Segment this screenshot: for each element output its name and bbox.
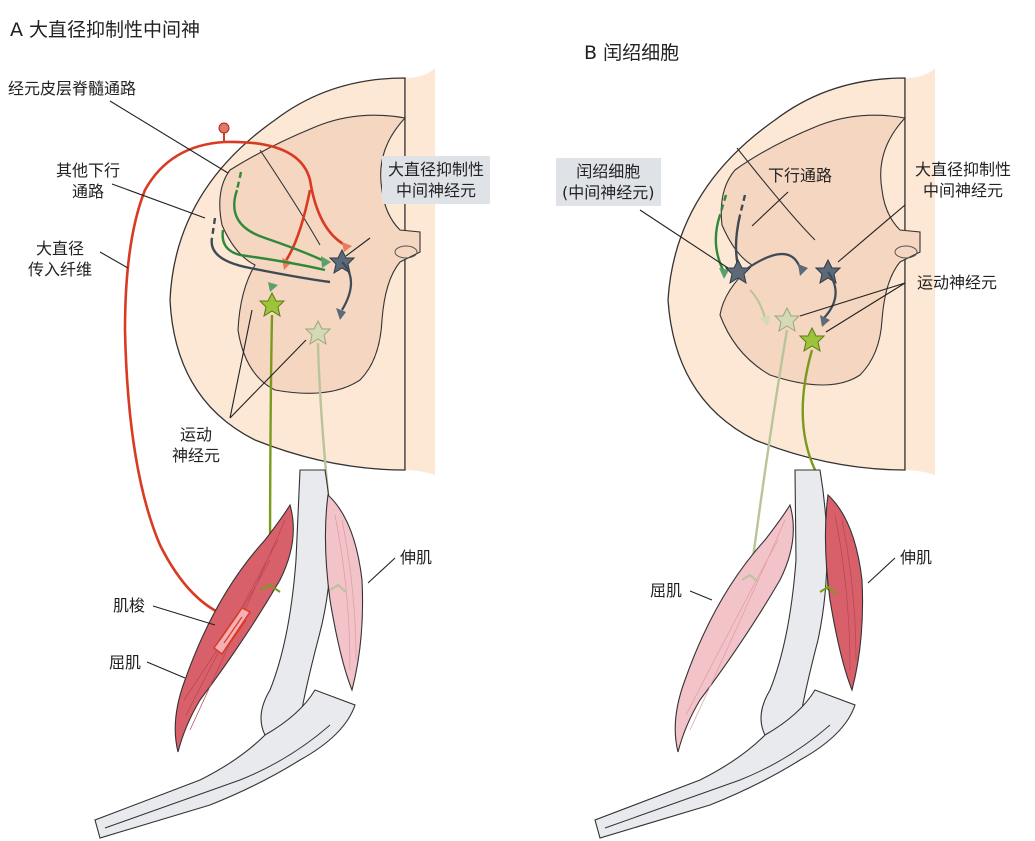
label-inhibitory-line1: 大直径抑制性 (388, 159, 484, 180)
label-descending-b: 下行通路 (768, 165, 832, 186)
label-motor-neuron-a-line2: 神经元 (160, 445, 232, 466)
label-extensor-b: 伸肌 (900, 547, 932, 568)
label-renshaw-line2: (中间神经元) (562, 182, 655, 203)
label-motor-neuron-a: 运动 神经元 (160, 424, 232, 466)
label-corticospinal: 经元皮层脊髓通路 (8, 78, 136, 99)
label-motor-neuron-b: 运动神经元 (917, 272, 997, 293)
label-motor-neuron-a-line1: 运动 (160, 424, 232, 445)
forearm-b (595, 690, 855, 838)
label-renshaw-line1: 闰绍细胞 (562, 161, 655, 182)
label-large-afferent-line1: 大直径 (20, 238, 100, 259)
extensor-muscle-b (825, 495, 862, 690)
label-flexor-a: 屈肌 (109, 652, 141, 673)
label-other-descending-line1: 其他下行 (45, 160, 131, 181)
label-large-afferent-line2: 传入纤维 (20, 259, 100, 280)
extensor-muscle-a (325, 495, 362, 690)
label-inhibitory-b: 大直径抑制性 中间神经元 (905, 159, 1021, 201)
label-other-descending-line2: 通路 (45, 181, 131, 202)
spinal-cord-right-a (405, 68, 435, 475)
panel-a-title: A 大直径抑制性中间神 (10, 15, 200, 42)
label-inhibitory-b-line1: 大直径抑制性 (905, 159, 1021, 180)
label-large-afferent: 大直径 传入纤维 (20, 238, 100, 280)
label-flexor-b: 屈肌 (650, 580, 682, 601)
label-spindle: 肌梭 (113, 595, 145, 616)
label-other-descending: 其他下行 通路 (45, 160, 131, 202)
forearm-a (95, 690, 355, 838)
panel-b-title: B 闰绍细胞 (584, 38, 679, 65)
label-inhibitory-b-line2: 中间神经元 (905, 180, 1021, 201)
label-inhibitory-interneuron-box: 大直径抑制性 中间神经元 (382, 156, 490, 204)
label-renshaw-box: 闰绍细胞 (中间神经元) (556, 158, 661, 206)
label-extensor-a: 伸肌 (400, 547, 432, 568)
label-inhibitory-line2: 中间神经元 (388, 180, 484, 201)
